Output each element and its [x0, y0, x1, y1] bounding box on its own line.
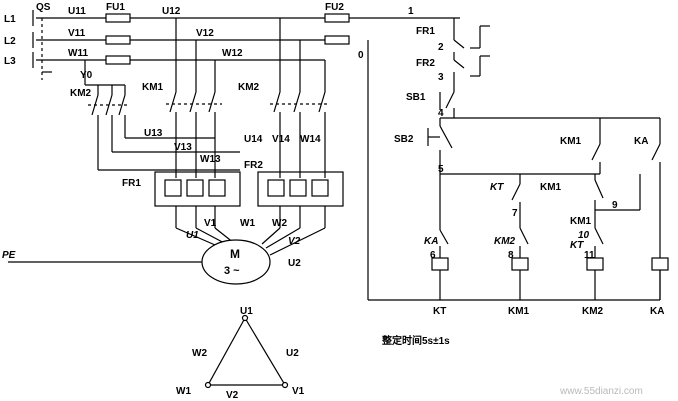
- label-sb1: SB1: [406, 92, 426, 103]
- label-node-1: 1: [408, 6, 414, 17]
- label-ctrl-fr2: FR2: [416, 58, 435, 69]
- label-v13: V13: [174, 142, 192, 153]
- label-v12: V12: [196, 28, 214, 39]
- label-node-9: 9: [612, 200, 618, 211]
- label-l2: L2: [4, 36, 16, 47]
- label-ctrl-fr1: FR1: [416, 26, 435, 37]
- label-km2-main: KM2: [238, 82, 260, 93]
- label-ka-interlock: KA: [424, 236, 438, 247]
- label-km1-main: KM1: [142, 82, 164, 93]
- label-motor-u1: U1: [186, 230, 199, 241]
- coil-label-km1: KM1: [508, 306, 530, 317]
- label-node-4: 4: [438, 108, 444, 119]
- label-u14: U14: [244, 134, 263, 145]
- label-km1-branch: KM1: [540, 182, 562, 193]
- coil-label-km2: KM2: [582, 306, 604, 317]
- label-pe: PE: [2, 250, 16, 261]
- label-qs: QS: [36, 2, 51, 13]
- label-node-10: 10: [578, 230, 590, 241]
- label-sb2: SB2: [394, 134, 414, 145]
- label-ka-hold: KA: [634, 136, 648, 147]
- label-km1-interlock: KM1: [570, 216, 592, 227]
- label-km2-interlock: KM2: [494, 236, 516, 247]
- label-l3: L3: [4, 56, 16, 67]
- label-motor-name: M: [230, 247, 240, 261]
- label-node-7: 7: [512, 208, 518, 219]
- delta-label-v1: V1: [292, 386, 305, 397]
- label-node-8: 8: [508, 250, 514, 261]
- label-node-2: 2: [438, 42, 444, 53]
- label-node-11: 11: [584, 250, 595, 261]
- label-u11: U11: [68, 6, 86, 17]
- label-km2-left: KM2: [70, 88, 92, 99]
- timer-setting-note: 整定时间5s±1s: [381, 334, 450, 347]
- label-fu2: FU2: [325, 2, 344, 13]
- label-fr2: FR2: [244, 160, 263, 171]
- label-w13: W13: [200, 154, 221, 165]
- coil-label-ka: KA: [650, 306, 664, 317]
- delta-label-w2: W2: [192, 348, 207, 359]
- delta-label-v2: V2: [226, 390, 239, 401]
- label-kt-interlock: KT: [570, 240, 584, 251]
- label-fu1: FU1: [106, 2, 125, 13]
- label-node-5: 5: [438, 164, 444, 175]
- label-km1-hold: KM1: [560, 136, 582, 147]
- label-motor-v2: V2: [288, 236, 301, 247]
- label-v11: V11: [68, 28, 86, 39]
- label-node-6: 6: [430, 250, 436, 261]
- label-motor-w2: W2: [272, 218, 287, 229]
- label-motor-w1: W1: [240, 218, 255, 229]
- label-fr1: FR1: [122, 178, 141, 189]
- label-motor-u2: U2: [288, 258, 301, 269]
- label-node-3: 3: [438, 72, 444, 83]
- label-node-0: 0: [358, 50, 364, 61]
- label-l1: L1: [4, 14, 16, 25]
- label-u13: U13: [144, 128, 163, 139]
- label-w12: W12: [222, 48, 243, 59]
- label-u12: U12: [162, 6, 181, 17]
- label-y0: Y0: [80, 70, 93, 81]
- label-w11: W11: [68, 48, 88, 59]
- coil-label-kt: KT: [433, 306, 446, 317]
- label-w14: W14: [300, 134, 321, 145]
- label-motor-spec: 3 ~: [224, 265, 240, 277]
- label-kt-contact: KT: [490, 182, 504, 193]
- delta-label-u1: U1: [240, 306, 253, 317]
- delta-label-u2: U2: [286, 348, 299, 359]
- label-motor-v1: V1: [204, 218, 217, 229]
- watermark: www.55dianzi.com: [559, 386, 643, 397]
- label-v14: V14: [272, 134, 290, 145]
- delta-label-w1: W1: [176, 386, 191, 397]
